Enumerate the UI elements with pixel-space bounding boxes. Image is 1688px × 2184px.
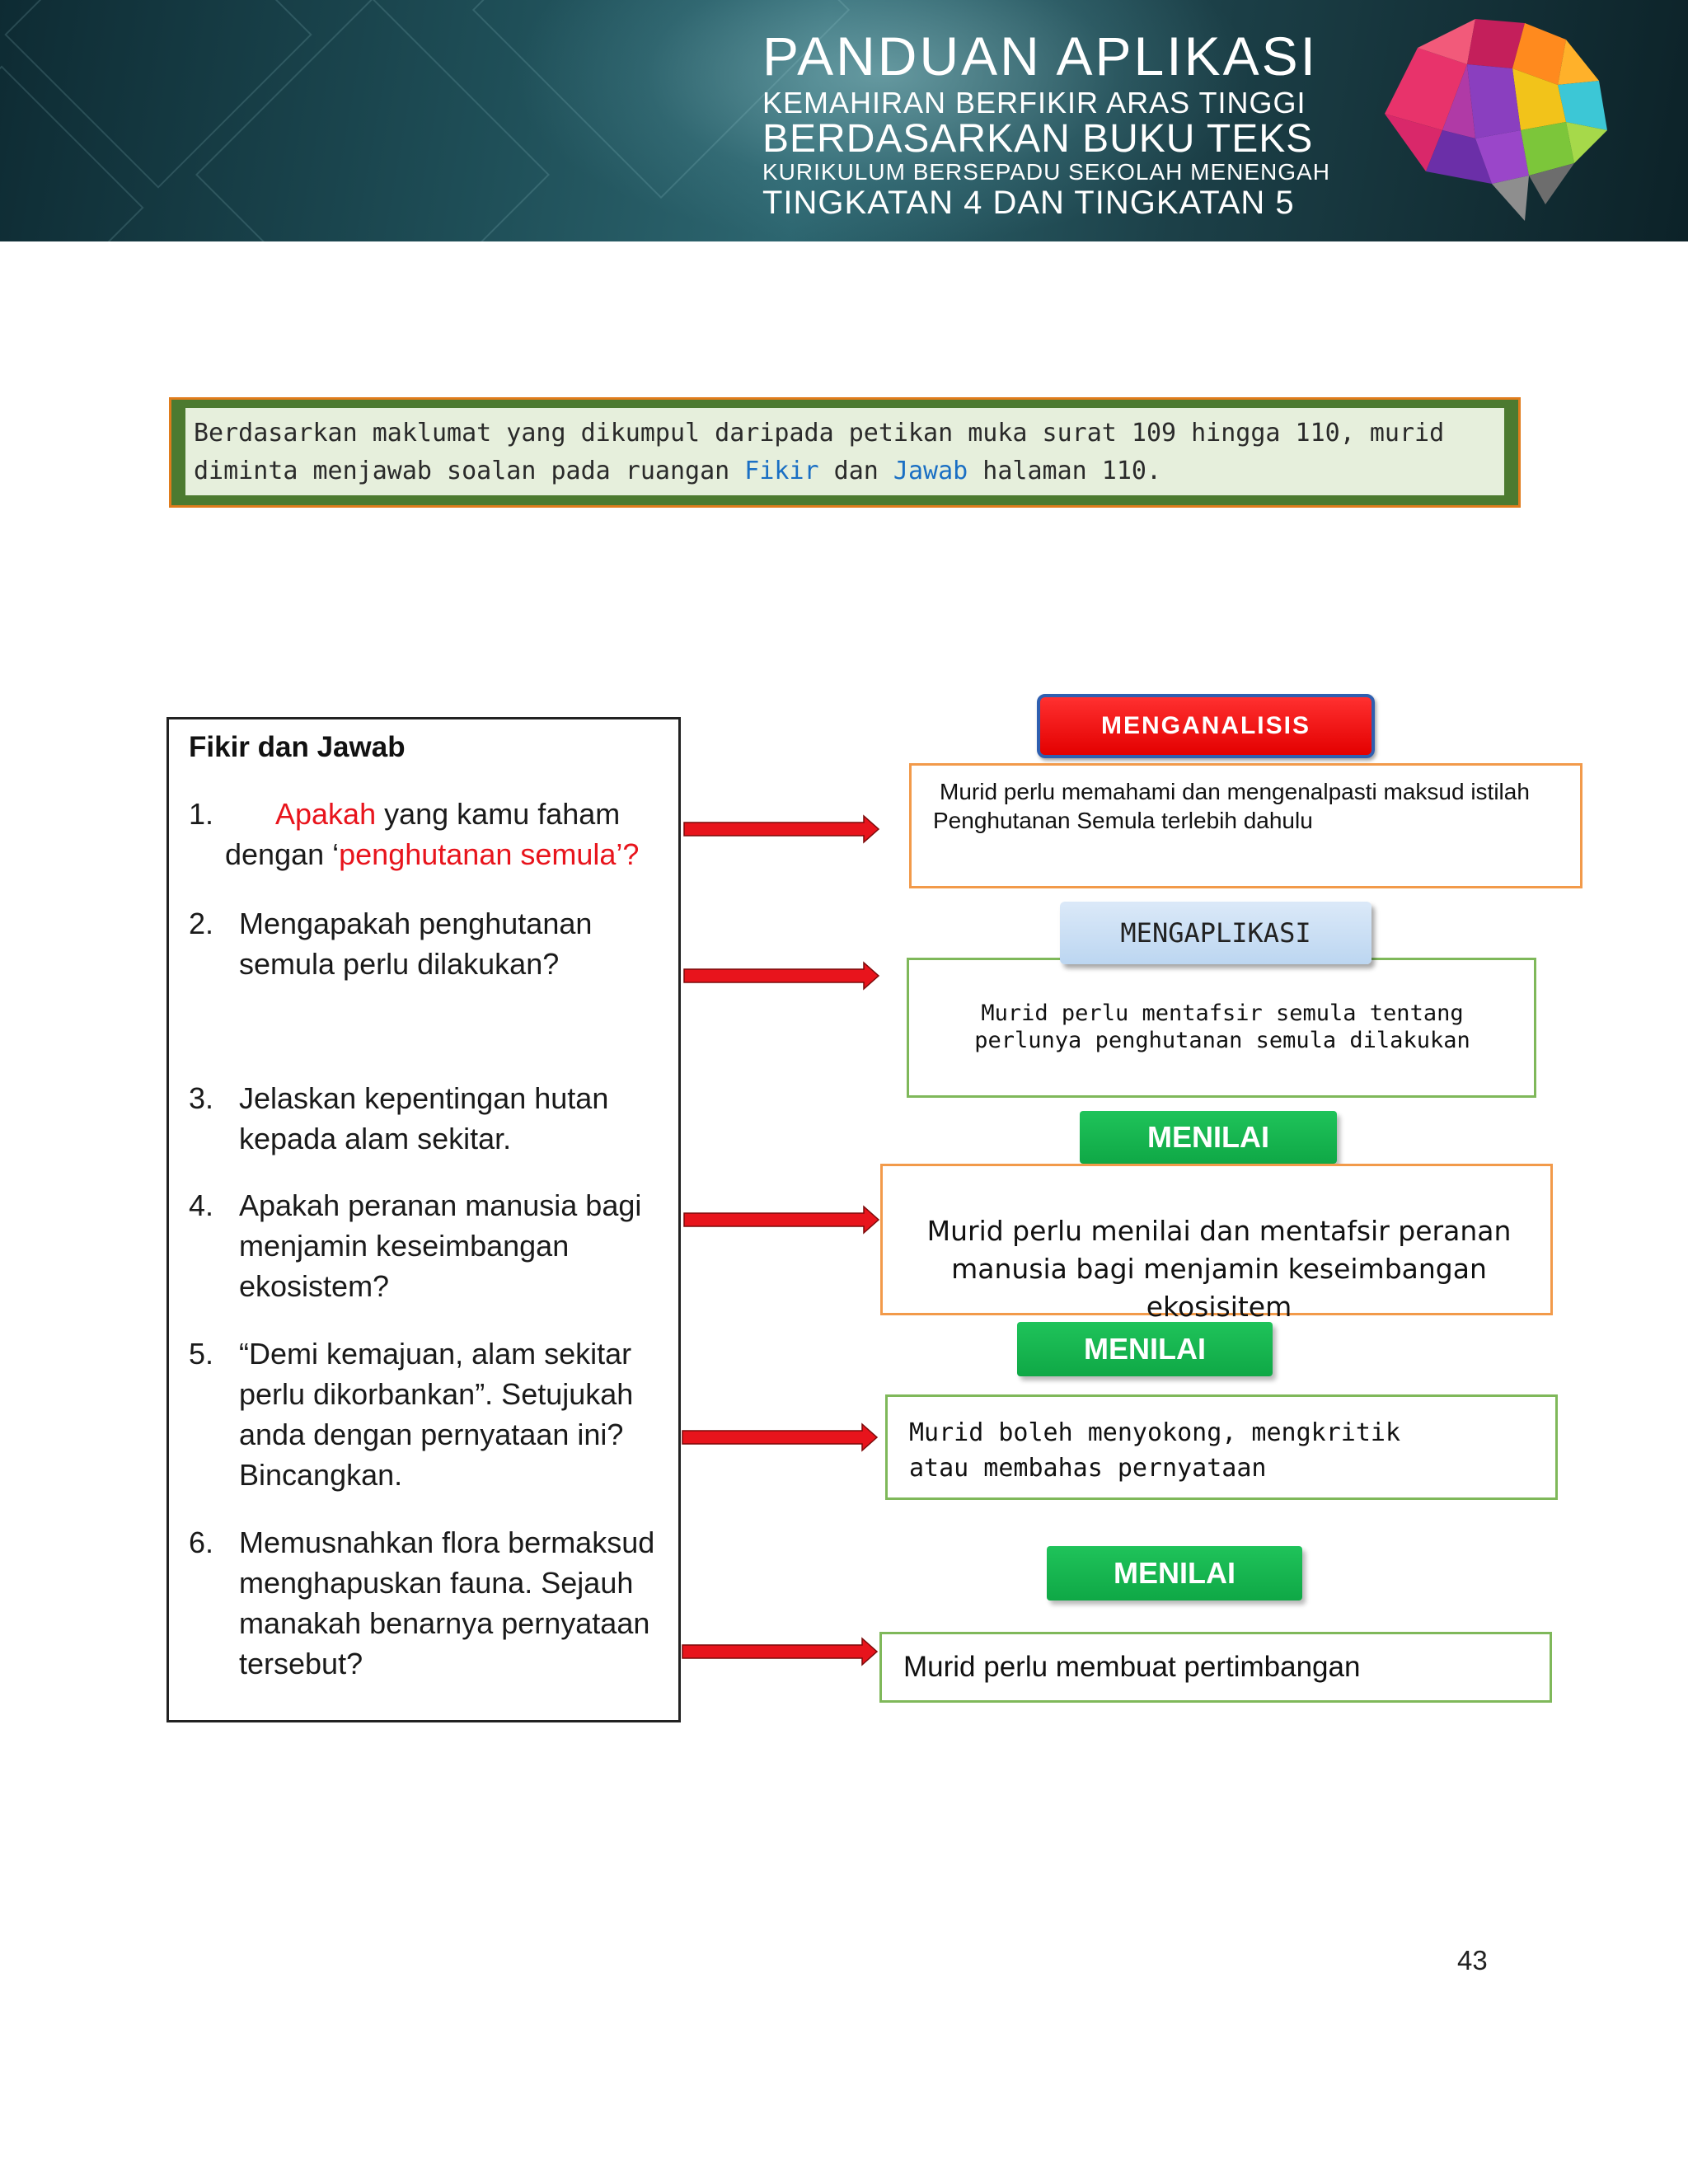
instruction-fikir: Fikir [744,457,818,485]
banner-title-main: PANDUAN APLIKASI [762,25,1339,87]
question-text: Apakah peranan manusia bagi menjamin kes… [239,1185,659,1306]
question-text: Memusnahkan flora bermaksud menghapuskan… [239,1522,667,1684]
question-number: 6. [189,1522,213,1563]
skill-answer-text: Murid perlu mentafsir semula tentang per… [934,1000,1511,1054]
banner-titles: PANDUAN APLIKASI KEMAHIRAN BERFIKIR ARAS… [762,25,1339,221]
right-arrow-icon [682,961,880,991]
header-banner: PANDUAN APLIKASI KEMAHIRAN BERFIKIR ARAS… [0,0,1688,241]
skill-answer-text: Murid perlu membuat pertimbangan [903,1649,1530,1685]
question-item: 5. “Demi kemajuan, alam sekitar perlu di… [189,1333,650,1495]
question-text: Jelaskan kepentingan hutan kepada alam s… [239,1078,650,1159]
skill-answer-box: Murid perlu mentafsir semula tentang per… [907,958,1536,1098]
skill-answer-box: Murid boleh menyokong, mengkritik atau m… [885,1394,1558,1500]
skill-answer-box: Murid perlu menilai dan mentafsir perana… [880,1164,1553,1315]
skill-label-menilai: MENILAI [1017,1322,1273,1376]
banner-title-line4: KURIKULUM BERSEPADU SEKOLAH MENENGAH [762,160,1339,185]
right-arrow-icon [681,1637,879,1666]
question-number: 1. [189,794,213,834]
question-item: 2. Mengapakah penghutanan semula perlu d… [189,903,650,984]
instruction-text: Berdasarkan maklumat yang dikumpul darip… [185,408,1504,495]
right-arrow-icon [681,1422,879,1452]
question-number: 4. [189,1185,213,1226]
page-number: 43 [1457,1945,1488,1976]
instruction-part2: halaman 110. [968,457,1161,485]
question-text: “Demi kemajuan, alam sekitar perlu dikor… [239,1333,650,1495]
question-number: 5. [189,1333,213,1374]
question-text: Apakah yang kamu faham dengan ‘penghutan… [189,794,650,874]
question-item: 3. Jelaskan kepentingan hutan kepada ala… [189,1078,650,1159]
skill-label-mengaplikasi: MENGAPLIKASI [1060,902,1372,964]
skill-answer-box: Murid perlu memahami dan mengenalpasti m… [909,763,1582,888]
instruction-jawab: Jawab [893,457,968,485]
question-item: 1. Apakah yang kamu faham dengan ‘penghu… [189,794,650,874]
polygon-brain-icon [1368,7,1615,229]
question-number: 2. [189,903,213,944]
skill-answer-text: Murid perlu memahami dan mengenalpasti m… [933,777,1559,835]
skill-label-menilai: MENILAI [1080,1111,1337,1164]
banner-title-line2: KEMAHIRAN BERFIKIR ARAS TINGGI [762,87,1339,119]
skill-answer-text: Murid boleh menyokong, mengkritik atau m… [909,1415,1420,1486]
banner-title-line5: TINGKATAN 4 DAN TINGKATAN 5 [762,185,1339,221]
question-text: Mengapakah penghutanan semula perlu dila… [239,903,650,984]
skill-answer-box: Murid perlu membuat pertimbangan [879,1632,1552,1703]
skill-label-menganalisis: MENGANALISIS [1037,694,1375,758]
question-box: Fikir dan Jawab 1. Apakah yang kamu faha… [166,717,681,1722]
skill-answer-text: Murid perlu menilai dan mentafsir perana… [899,1212,1539,1326]
banner-title-line3: BERDASARKAN BUKU TEKS [762,119,1339,160]
question-box-title: Fikir dan Jawab [189,731,406,764]
right-arrow-icon [682,1205,880,1235]
right-arrow-icon [682,814,880,844]
instruction-dan: dan [819,457,893,485]
question-highlight: penghutanan semula’? [339,837,639,871]
instruction-box: Berdasarkan maklumat yang dikumpul darip… [169,397,1521,508]
question-item: 6. Memusnahkan flora bermaksud menghapus… [189,1522,667,1684]
question-item: 4. Apakah peranan manusia bagi menjamin … [189,1185,659,1306]
question-highlight: Apakah [275,797,376,831]
question-number: 3. [189,1078,213,1118]
skill-label-menilai: MENILAI [1047,1546,1302,1601]
